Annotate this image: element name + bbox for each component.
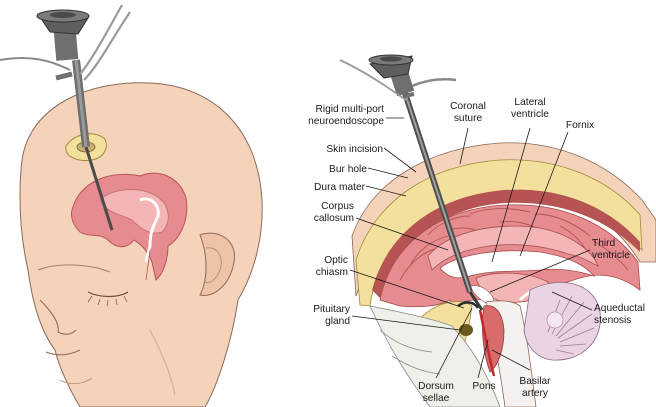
- lateral-ventricle: [439, 250, 596, 279]
- pons: [482, 305, 505, 373]
- leader-lines: [349, 117, 593, 379]
- face-eyebrow: [37, 264, 111, 273]
- face-eye: [87, 291, 129, 298]
- label-dura-mater: Dura mater: [314, 182, 366, 193]
- cerebellum: [523, 282, 601, 361]
- face-mouth: [45, 349, 81, 356]
- skull-base: [369, 305, 501, 407]
- basilar-artery: [478, 309, 496, 377]
- face-nose: [39, 299, 77, 335]
- brain-gyri: [399, 208, 629, 281]
- label-fornix: Fornix: [566, 120, 594, 131]
- optic-chiasm: [457, 301, 480, 309]
- dura-layer: [372, 189, 640, 298]
- left-endoscope: [0, 4, 131, 231]
- right-endoscope: [339, 54, 484, 311]
- corpus-callosum: [427, 225, 599, 271]
- label-skin-incision: Skin incision: [326, 144, 383, 155]
- sagittal-section: [339, 54, 656, 407]
- head-ear: [199, 232, 236, 296]
- label-bur-hole: Bur hole: [329, 164, 367, 175]
- left-head-illustration: [0, 4, 263, 407]
- label-pons: Pons: [472, 381, 495, 392]
